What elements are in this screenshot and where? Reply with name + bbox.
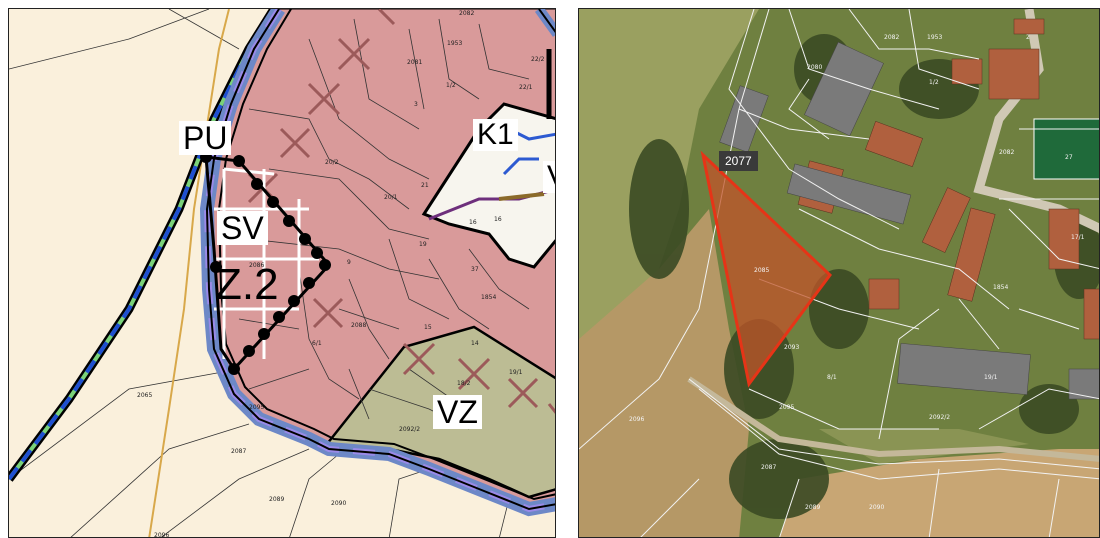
parcel-number: 9 bbox=[347, 259, 351, 266]
parcel-number: 2095 bbox=[249, 404, 264, 411]
parcel-number: 2086 bbox=[249, 262, 264, 269]
zoning-plan-map[interactable]: 2082 2081 1953 22/1 22/2 1/2 3 20/2 21 2… bbox=[8, 8, 556, 538]
z2-area-boundary bbox=[200, 151, 332, 375]
parcel-number: 22/1 bbox=[519, 84, 533, 91]
parcel-number: 2088 bbox=[351, 322, 366, 329]
zone-label-v: V bbox=[543, 161, 555, 193]
parcel-number: 16 bbox=[494, 216, 502, 223]
parcel-number: 22/2 bbox=[531, 56, 545, 63]
parcel-number: 2090 bbox=[331, 500, 346, 507]
parcel-number: 2082 bbox=[999, 149, 1014, 156]
parcel-number: 2092/2 bbox=[929, 414, 950, 421]
parcel-number: 20/1 bbox=[384, 194, 398, 201]
parcel-number: 2090 bbox=[869, 504, 884, 511]
parcel-number: 18/2 bbox=[457, 380, 471, 387]
parcel-number: 20/2 bbox=[325, 159, 339, 166]
parcel-number: 2082 bbox=[884, 34, 899, 41]
parcel-number: 2089 bbox=[805, 504, 820, 511]
parcel-number: 19/1 bbox=[984, 374, 998, 381]
parcel-number: 2065 bbox=[137, 392, 152, 399]
parcel-number: 2096 bbox=[154, 532, 169, 538]
parcel-number: 1/2 bbox=[929, 79, 939, 86]
zoning-plan-svg: 2082 2081 1953 22/1 22/2 1/2 3 20/2 21 2… bbox=[9, 9, 555, 538]
parcel-number: 2081 bbox=[407, 59, 422, 66]
parcel-number: 1/2 bbox=[446, 82, 456, 89]
parcel-number: 2087 bbox=[761, 464, 776, 471]
parcel-number: 19/1 bbox=[509, 369, 523, 376]
parcel-number: 2080 bbox=[807, 64, 822, 71]
parcel-number: 17/1 bbox=[1071, 234, 1085, 241]
parcel-number: 16 bbox=[469, 219, 477, 226]
highlighted-parcel-2077 bbox=[700, 150, 832, 388]
parcel-number: 2096 bbox=[629, 416, 644, 423]
aerial-svg: 2082 2080 1953 1/2 2 2082 27 17/1 2085 2… bbox=[579, 9, 1099, 537]
zone-label-z2: Z.2 bbox=[215, 260, 279, 309]
zone-label-pu: PU bbox=[179, 121, 232, 155]
zone-label-sv: SV bbox=[217, 211, 268, 245]
zone-label-vz: VZ bbox=[433, 395, 482, 429]
parcel-number: 3 bbox=[414, 101, 418, 108]
parcel-number: 2093 bbox=[784, 344, 799, 351]
parcel-number: 19 bbox=[419, 241, 427, 248]
parcel-number: 2089 bbox=[269, 496, 284, 503]
parcel-number: 2082 bbox=[459, 10, 474, 17]
parcel-number: 37 bbox=[471, 266, 479, 273]
parcel-number: 14 bbox=[471, 340, 479, 347]
parcel-number: 1854 bbox=[481, 294, 496, 301]
aerial-orthophoto-map[interactable]: 2082 2080 1953 1/2 2 2082 27 17/1 2085 2… bbox=[578, 8, 1100, 538]
zone-label-k1: K1 bbox=[473, 119, 518, 151]
parcel-number: 6/1 bbox=[312, 340, 322, 347]
parcel-number: 1854 bbox=[993, 284, 1008, 291]
parcel-number: 8/1 bbox=[827, 374, 837, 381]
parcel-number: 1953 bbox=[927, 34, 942, 41]
parcel-number: 2095 bbox=[779, 404, 794, 411]
parcel-number: 15 bbox=[424, 324, 432, 331]
parcel-number: 1953 bbox=[447, 40, 462, 47]
parcel-number: 2092/2 bbox=[399, 426, 420, 433]
parcel-callout-label: 2077 bbox=[719, 151, 758, 171]
parcel-number: 2085 bbox=[754, 267, 769, 274]
parcel-number: 2 bbox=[1026, 34, 1030, 41]
parcel-number: 2087 bbox=[231, 448, 246, 455]
parcel-number: 21 bbox=[421, 182, 429, 189]
parcel-number: 27 bbox=[1065, 154, 1073, 161]
